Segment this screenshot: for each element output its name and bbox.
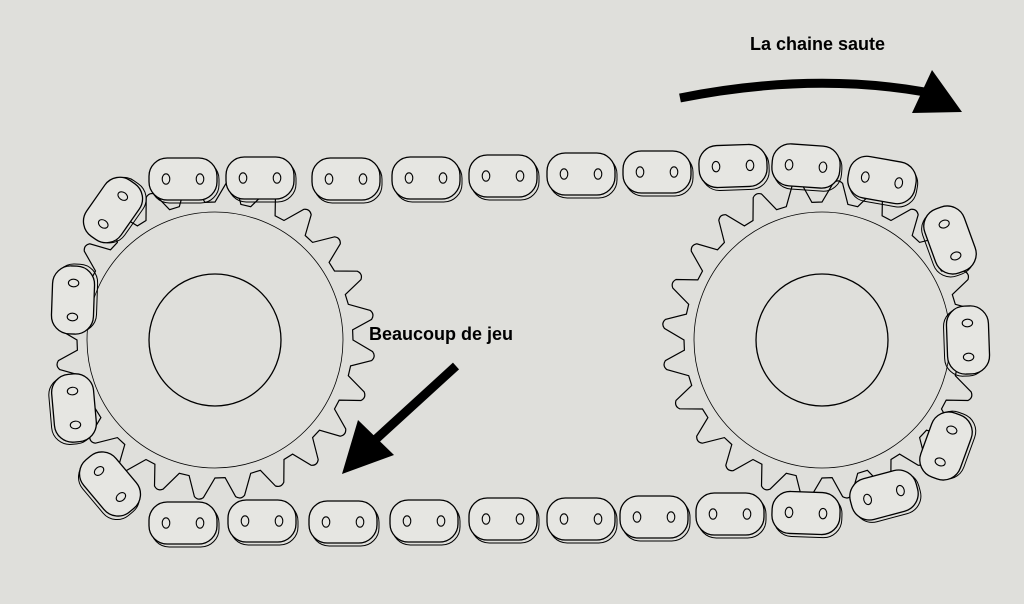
chain-link-top	[847, 155, 919, 208]
chain-jumps-arrow-shaft	[679, 78, 926, 103]
sprocket-layer	[55, 180, 982, 500]
chain-link-right	[943, 305, 991, 377]
chain-link-left	[78, 451, 142, 521]
chain-layer	[48, 143, 991, 548]
chain-link-bottom	[227, 499, 299, 546]
left-sprocket-teeth	[55, 180, 375, 500]
chain-link-top	[622, 150, 694, 197]
play-arrow	[342, 362, 460, 474]
play-arrow-head	[342, 420, 394, 474]
chain-link-top	[148, 157, 220, 204]
right-sprocket-hub	[755, 273, 889, 407]
chain-link-top	[391, 156, 463, 203]
chain-link-bottom	[308, 500, 380, 547]
chain-link-top	[225, 156, 297, 203]
chain-link-bottom	[389, 499, 461, 546]
chain-jumps-arrow	[679, 70, 962, 113]
chain-link-top	[698, 143, 770, 191]
chain-link-top	[82, 176, 147, 244]
chain-link-bottom	[849, 469, 922, 523]
chain-link-top	[468, 154, 540, 201]
chain-link-left	[48, 373, 98, 445]
chain-link-top	[546, 152, 618, 199]
chain-link-right	[921, 205, 977, 278]
chain-link-bottom	[695, 492, 767, 539]
right-sprocket-teeth	[662, 180, 982, 500]
left-sprocket	[55, 180, 375, 500]
chain-link-top	[311, 157, 383, 204]
chain-link-bottom	[619, 495, 691, 542]
chain-link-left	[50, 263, 99, 335]
play-arrow-shaft	[371, 362, 460, 444]
chain-link-top	[771, 143, 843, 192]
chain-jumps-arrow-head	[912, 70, 962, 113]
chain-link-bottom	[546, 497, 618, 544]
chain-link-bottom	[771, 490, 843, 539]
chain-link-right	[919, 410, 977, 481]
chain-jumps-label: La chaine saute	[750, 34, 886, 54]
left-sprocket-pitch-circle	[86, 211, 344, 469]
chain-link-bottom	[148, 501, 220, 548]
chain-link-bottom	[468, 497, 540, 544]
lots-of-play-label: Beaucoup de jeu	[369, 324, 514, 344]
left-sprocket-hub	[148, 273, 282, 407]
